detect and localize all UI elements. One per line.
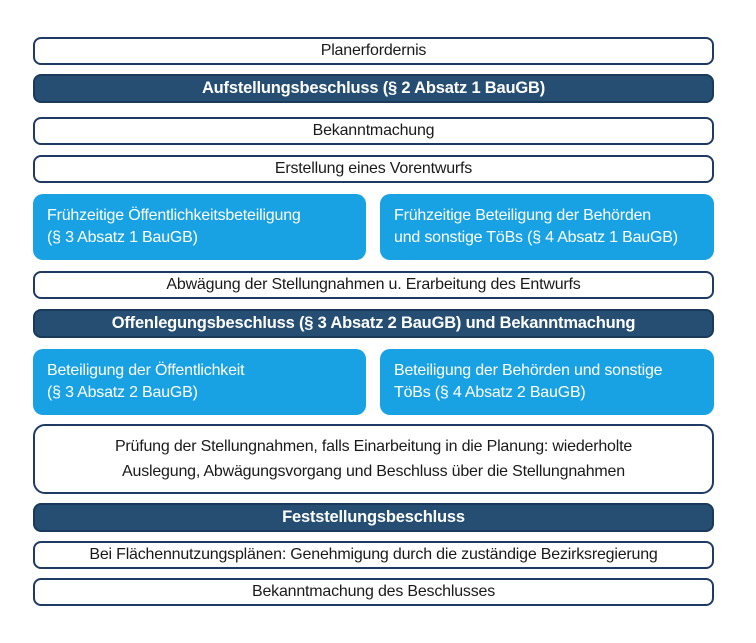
step-pruefung-stellungnahmen: Prüfung der Stellungnahmen, falls Einarb… — [33, 424, 714, 494]
step-beteiligung-oeffentlichkeit: Beteiligung der Öffentlichkeit (§ 3 Absa… — [33, 349, 366, 415]
box-text-line: Auslegung, Abwägungsvorgang und Beschlus… — [122, 463, 625, 480]
box-text-line: Frühzeitige Beteiligung der Behörden — [394, 207, 651, 224]
box-text-line: (§ 3 Absatz 2 BauGB) — [47, 384, 198, 401]
step-offenlegungsbeschluss: Offenlegungsbeschluss (§ 3 Absatz 2 BauG… — [33, 309, 714, 338]
step-bekanntmachung-beschluss: Bekanntmachung des Beschlusses — [33, 578, 714, 606]
step-feststellungsbeschluss: Feststellungsbeschluss — [33, 503, 714, 532]
split-beteiligung: Beteiligung der Öffentlichkeit (§ 3 Absa… — [33, 349, 714, 415]
box-text-line: Beteiligung der Behörden und sonstige — [394, 362, 663, 379]
box-text-line: und sonstige TöBs (§ 4 Absatz 1 BauGB) — [394, 229, 678, 246]
step-genehmigung-bezirksregierung: Bei Flächennutzungsplänen: Genehmigung d… — [33, 541, 714, 569]
step-beteiligung-behoerden: Beteiligung der Behörden und sonstige Tö… — [380, 349, 714, 415]
split-fruehzeitige-beteiligung: Frühzeitige Öffentlichkeitsbeteiligung (… — [33, 194, 714, 260]
step-erstellung-vorentwurf: Erstellung eines Vorentwurfs — [33, 155, 714, 183]
step-planerfordernis: Planerfordernis — [33, 37, 714, 65]
box-text-line: (§ 3 Absatz 1 BauGB) — [47, 229, 198, 246]
box-text-line: TöBs (§ 4 Absatz 2 BauGB) — [394, 384, 586, 401]
step-aufstellungsbeschluss: Aufstellungsbeschluss (§ 2 Absatz 1 BauG… — [33, 74, 714, 103]
process-steps-stack: Planerfordernis Aufstellungsbeschluss (§… — [33, 37, 714, 606]
step-bekanntmachung: Bekanntmachung — [33, 117, 714, 145]
step-fruehzeitige-behoerdenbeteiligung: Frühzeitige Beteiligung der Behörden und… — [380, 194, 714, 260]
step-abwaegung-stellungnahmen: Abwägung der Stellungnahmen u. Erarbeitu… — [33, 271, 714, 299]
step-fruehzeitige-oeffentlichkeitsbeteiligung: Frühzeitige Öffentlichkeitsbeteiligung (… — [33, 194, 366, 260]
box-text-line: Beteiligung der Öffentlichkeit — [47, 362, 245, 379]
box-text-line: Prüfung der Stellungnahmen, falls Einarb… — [114, 438, 633, 455]
box-text-line: Frühzeitige Öffentlichkeitsbeteiligung — [47, 207, 301, 224]
